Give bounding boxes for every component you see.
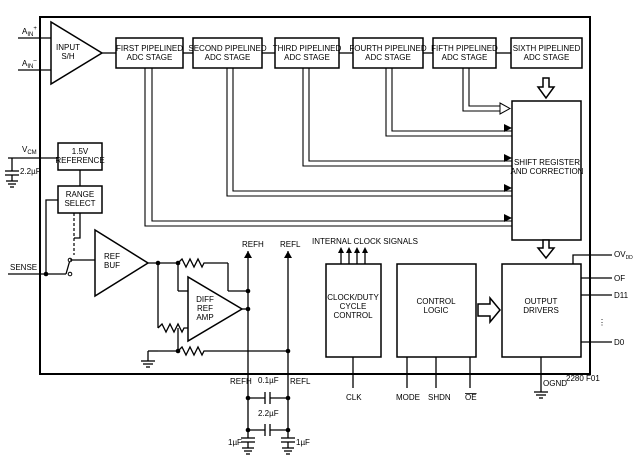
refl-top-label: REFL — [280, 240, 301, 249]
ain-plus-pin: AIN+ — [18, 26, 51, 39]
refh-top-label: REFH — [242, 240, 264, 249]
clk-pin-label: CLK — [346, 393, 362, 402]
internal-clock-label: INTERNAL CLOCK SIGNALS — [312, 237, 418, 246]
ognd-label: OGND — [543, 379, 567, 388]
ain-plus-sub: IN — [27, 32, 33, 38]
cap-22-label: 2.2µF — [258, 409, 279, 418]
ain-minus-sub: IN — [27, 64, 33, 70]
svg-text:OVDD: OVDD — [614, 250, 633, 261]
vcm-pin: VCM 2.2µF — [5, 145, 58, 188]
ain-minus-pin: AIN– — [18, 58, 51, 71]
vcm-sub: CM — [27, 150, 36, 156]
refl-bottom-label: REFL — [290, 377, 311, 386]
refh-bottom-label: REFH — [230, 377, 252, 386]
of-pin-label: OF — [614, 274, 625, 283]
shift-to-output-arrow — [536, 239, 556, 260]
stage-bus-lines — [144, 68, 512, 227]
cap-01-label: 0.1µF — [258, 376, 279, 385]
output-pins: OVDD OF D11 ⋮ D0 OGND 2280 F01 — [534, 250, 633, 399]
shdn-pin-label: SHDN — [428, 393, 451, 402]
ovdd-sub: DD — [626, 255, 634, 261]
svg-text:VCM: VCM — [22, 145, 37, 156]
control-to-output-arrow — [477, 295, 501, 325]
svg-text:AIN–: AIN– — [22, 58, 37, 70]
clock-arrows — [338, 247, 368, 264]
ain-minus-label: A — [22, 59, 28, 68]
external-capacitors: 0.1µF 2.2µF 1µF 1µF — [228, 376, 310, 455]
d11-pin-label: D11 — [614, 291, 629, 300]
ain-minus-sup: – — [33, 58, 37, 64]
d0-pin-label: D0 — [614, 338, 625, 347]
vcm-label: V — [22, 145, 28, 154]
cap-1a-label: 1µF — [228, 438, 242, 447]
sixth-stage-arrow — [536, 77, 556, 100]
ref-resistor-network — [141, 257, 229, 368]
sense-label: SENSE — [10, 263, 37, 272]
oe-pin-label: OE — [465, 393, 477, 402]
figure-code-label: 2280 F01 — [566, 374, 600, 383]
cap-1b-label: 1µF — [296, 438, 310, 447]
ovdd-label: OV — [614, 250, 626, 259]
mode-pin-label: MODE — [396, 393, 420, 402]
ain-plus-sup: + — [33, 26, 37, 32]
data-bits-ellipsis: ⋮ — [598, 318, 606, 327]
ain-plus-label: A — [22, 27, 28, 36]
svg-text:AIN+: AIN+ — [22, 26, 37, 38]
chip-outline — [39, 16, 591, 375]
sense-pin: SENSE — [8, 199, 95, 277]
vcm-cap-label: 2.2µF — [20, 167, 41, 176]
